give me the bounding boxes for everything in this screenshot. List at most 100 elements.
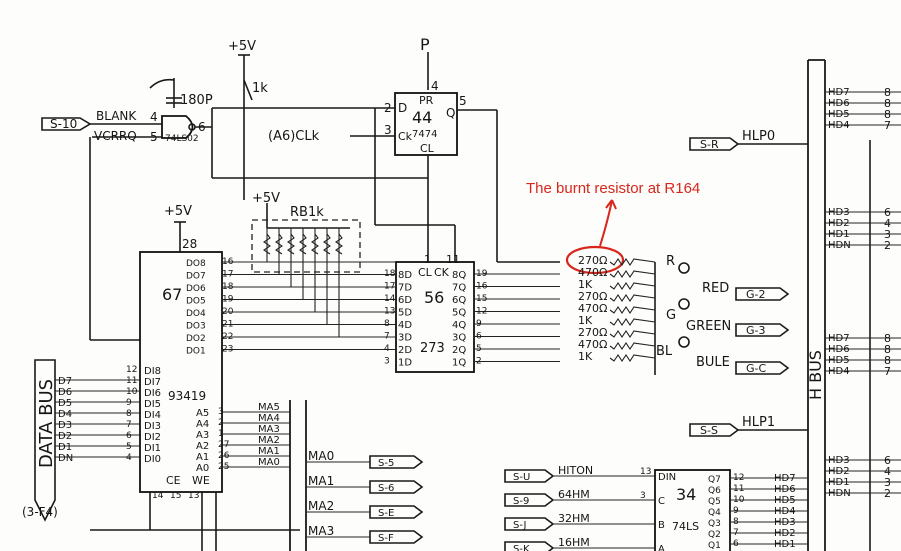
burnt-resistor-highlight: [565, 245, 625, 275]
latch-q-pin: 4Q: [452, 320, 466, 331]
h-bus-num: 7: [884, 365, 891, 378]
ff-pin-pr-num: 4: [431, 79, 439, 93]
resistor-value: 270Ω: [578, 290, 607, 303]
ram-di-num: 10: [126, 387, 138, 397]
bottom-chip-out-label: HD4: [774, 506, 796, 517]
ma-bottom-label: MA2: [308, 499, 334, 513]
ma-bottom-label: MA0: [308, 449, 334, 463]
h-bus-line: HD2: [828, 218, 850, 229]
bottom-chip-q: Q1: [708, 541, 721, 551]
latch-q-num: 12: [476, 307, 487, 317]
h-bus-num: 8: [884, 332, 891, 345]
output-terminal: [678, 262, 690, 274]
ram-do-pin: DO5: [186, 297, 206, 307]
latch-d-pin: 4D: [398, 320, 412, 331]
out-bule: BULE: [696, 355, 730, 370]
conn-blue: G-C: [746, 362, 766, 375]
ma-bottom-conn-shape: [369, 480, 424, 494]
bottom-chip-out-label: HD5: [774, 495, 796, 506]
ram-di-pin: DI3: [144, 421, 161, 432]
out-red: RED: [702, 281, 729, 296]
resistor: [609, 354, 656, 362]
latch-d-num: 8: [384, 319, 390, 329]
output-terminal: [678, 336, 690, 348]
bottom-chip-q: Q7: [708, 475, 721, 485]
ram-we: WE: [192, 474, 210, 487]
bottom-input-conn: S-9: [513, 496, 529, 507]
latch-q-pin: 6Q: [452, 295, 466, 306]
ram-part: 93419: [168, 389, 206, 403]
vcrrq-label: VCRRQ: [94, 129, 137, 143]
ram-di-num: 6: [126, 431, 132, 441]
resistor: [609, 294, 656, 302]
ram-a-num: 1: [218, 429, 224, 439]
h-bus-line: HD1: [828, 477, 850, 488]
ma-bottom-conn: S-6: [378, 483, 394, 494]
h-bus-num: 2: [884, 487, 891, 500]
latch-q-num: 6: [476, 332, 482, 342]
ram-ce: CE: [166, 474, 181, 487]
bottom-chip-q: Q6: [708, 486, 721, 496]
latch-d-num: 3: [384, 357, 390, 367]
latch-q-num: 16: [476, 282, 488, 292]
h-bus-line: HD7: [828, 333, 850, 344]
out-g: G: [666, 308, 676, 323]
ram-di-num: 8: [126, 409, 132, 419]
ram-do-pin: DO2: [186, 334, 206, 344]
ff-pin-d-num: 2: [384, 101, 392, 115]
resistor-value: 1K: [578, 350, 593, 363]
bottom-input-conn-shape: [504, 469, 555, 483]
h-bus-line: HDN: [828, 240, 851, 251]
h-bus-num: 2: [884, 239, 891, 252]
h-bus-num: 7: [884, 119, 891, 132]
bottom-input-pin: 13: [640, 467, 651, 477]
bottom-chip-q-num: 12: [733, 473, 744, 483]
latch-chip: 56: [424, 288, 444, 307]
hlp0-conn: S-R: [700, 138, 719, 151]
vcc-label: +5V: [228, 39, 256, 54]
rpack-resistor: [311, 233, 319, 255]
ma-line-label: MA3: [258, 424, 280, 435]
ram-di-pin: DI5: [144, 399, 161, 410]
latch-d-num: 4: [384, 344, 390, 354]
ram-di-pin: DI1: [144, 443, 161, 454]
latch-d-pin: 1D: [398, 358, 412, 369]
latch-q-pin: 5Q: [452, 308, 466, 319]
h-bus-line: HD3: [828, 207, 850, 218]
ram-vcc-pin: 28: [182, 237, 197, 251]
rpack-label: RB1k: [290, 205, 324, 220]
ma-line-label: MA1: [258, 446, 280, 457]
h-bus-label: H BUS: [806, 350, 825, 400]
rgb-connector: [735, 361, 790, 375]
latch-q-pin: 7Q: [452, 283, 466, 294]
ram-do-pin: DO3: [186, 322, 206, 332]
h-bus-line: HD4: [828, 366, 850, 377]
ram-do-num: 19: [222, 295, 234, 305]
ram-do-num: 20: [222, 307, 234, 317]
bottom-chip-q-num: 8: [733, 517, 739, 527]
data-bus-ref: (3-F4): [22, 505, 58, 519]
ram-a-num: 27: [218, 440, 229, 450]
latch-d-pin: 7D: [398, 283, 412, 294]
bottom-chip-out-label: HD3: [774, 517, 796, 528]
hlp1-conn: S-S: [700, 424, 718, 437]
ram-di-num: 5: [126, 442, 132, 452]
bottom-chip-q: Q2: [708, 530, 721, 540]
ff-d: D: [398, 101, 407, 115]
latch-q-pin: 2Q: [452, 345, 466, 356]
p-label: P: [420, 35, 430, 54]
h-bus-num: 8: [884, 354, 891, 367]
latch-q-num: 19: [476, 269, 488, 279]
ram-bottom-pin: 15: [170, 491, 181, 501]
ram-a-pin: A3: [196, 430, 209, 441]
bottom-input-label: 64HM: [558, 488, 590, 501]
bottom-chip-out-label: HD2: [774, 528, 796, 539]
ram-a-num: 3: [218, 407, 224, 417]
ram-do-num: 16: [222, 257, 234, 267]
ram-bottom-pin: 14: [152, 491, 164, 501]
rpack-resistor: [263, 233, 271, 255]
ram-a-num: 26: [218, 451, 230, 461]
bottom-chip-input-name: C: [658, 496, 665, 507]
ff-pin-q-num: 5: [459, 94, 467, 108]
